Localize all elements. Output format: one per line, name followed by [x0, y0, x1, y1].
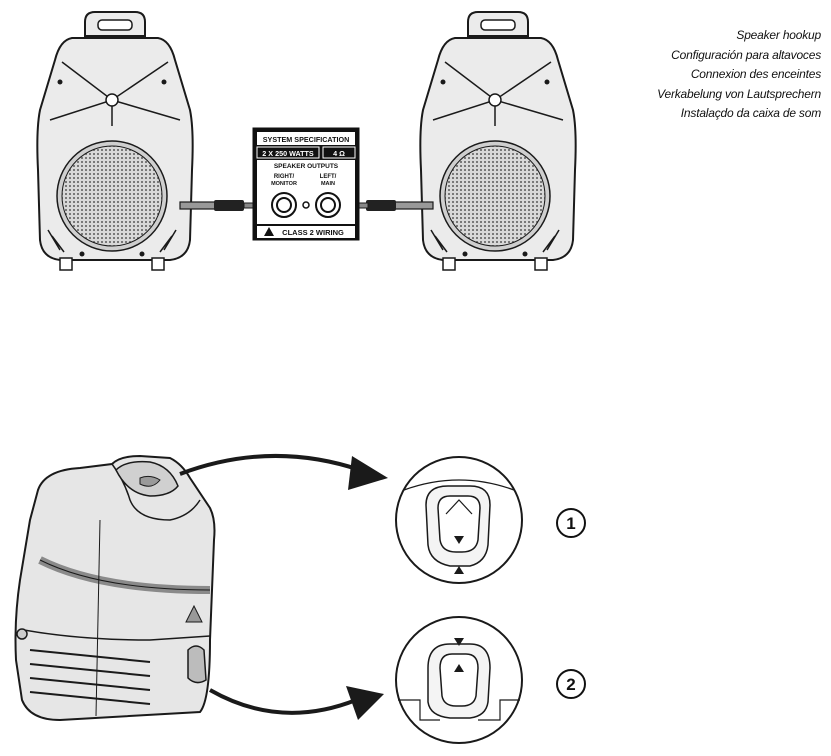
panel-ohms: 4 Ω [333, 149, 345, 158]
step-2-label: 2 [566, 675, 575, 694]
step-2-badge: 2 [557, 670, 585, 698]
panel-warning: CLASS 2 WIRING [282, 228, 344, 237]
panel-left-1: LEFT/ [320, 174, 337, 180]
panel-title: SYSTEM SPECIFICATION [263, 135, 350, 144]
speaker-3d-view [16, 456, 215, 720]
step-1-badge: 1 [557, 509, 585, 537]
panel-right-2: MONITOR [271, 181, 297, 187]
detail-circle-2 [396, 617, 522, 743]
right-speaker [420, 12, 575, 270]
panel-right-1: RIGHT/ [274, 174, 295, 180]
panel-watts: 2 X 250 WATTS [262, 149, 314, 158]
speaker-output-panel: SYSTEM SPECIFICATION 2 X 250 WATTS 4 Ω S… [253, 128, 359, 240]
panel-left-2: MAIN [321, 181, 335, 187]
step-1-label: 1 [566, 514, 575, 533]
panel-outputs: SPEAKER OUTPUTS [274, 163, 339, 170]
left-speaker [37, 12, 192, 270]
detail-circle-1 [396, 457, 522, 583]
